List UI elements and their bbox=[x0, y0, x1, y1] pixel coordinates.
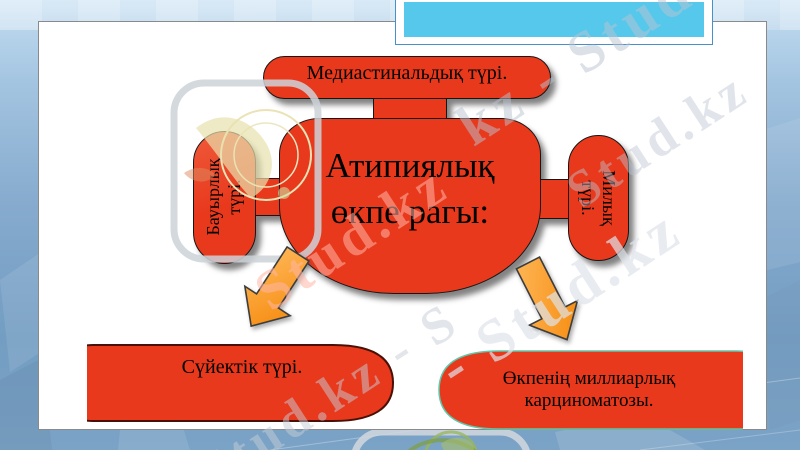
central-topic-line2: өкпе рагы: bbox=[330, 192, 490, 231]
node-miliary-shape bbox=[438, 350, 743, 430]
presentation-slide: Медиастинальдық түрі. Атипиялық өкпе раг… bbox=[38, 21, 767, 430]
node-central-topic bbox=[279, 118, 541, 294]
node-brain bbox=[568, 135, 629, 261]
studkz-logo-watermark-bottom bbox=[352, 428, 530, 450]
top-blue-box bbox=[395, 0, 713, 45]
diagram-arrows bbox=[243, 245, 579, 341]
node-miliary-label: Өкпенің миллиарлық карциноматозы. bbox=[502, 368, 676, 411]
studkz-logo-watermark-left bbox=[170, 79, 322, 263]
arrow-down-right bbox=[515, 256, 579, 341]
node-mediastinal-label: Медиастинальдық түрі. bbox=[306, 62, 508, 84]
central-topic-line1: Атипиялық bbox=[325, 146, 495, 185]
central-topic-label: Атипиялық өкпе рагы: bbox=[279, 143, 541, 235]
node-bone-shape bbox=[87, 344, 395, 422]
node-bone-label: Сүйектік түрі. bbox=[181, 356, 303, 378]
arrow-down-left bbox=[243, 245, 311, 328]
top-blue-box-fill bbox=[404, 2, 704, 37]
